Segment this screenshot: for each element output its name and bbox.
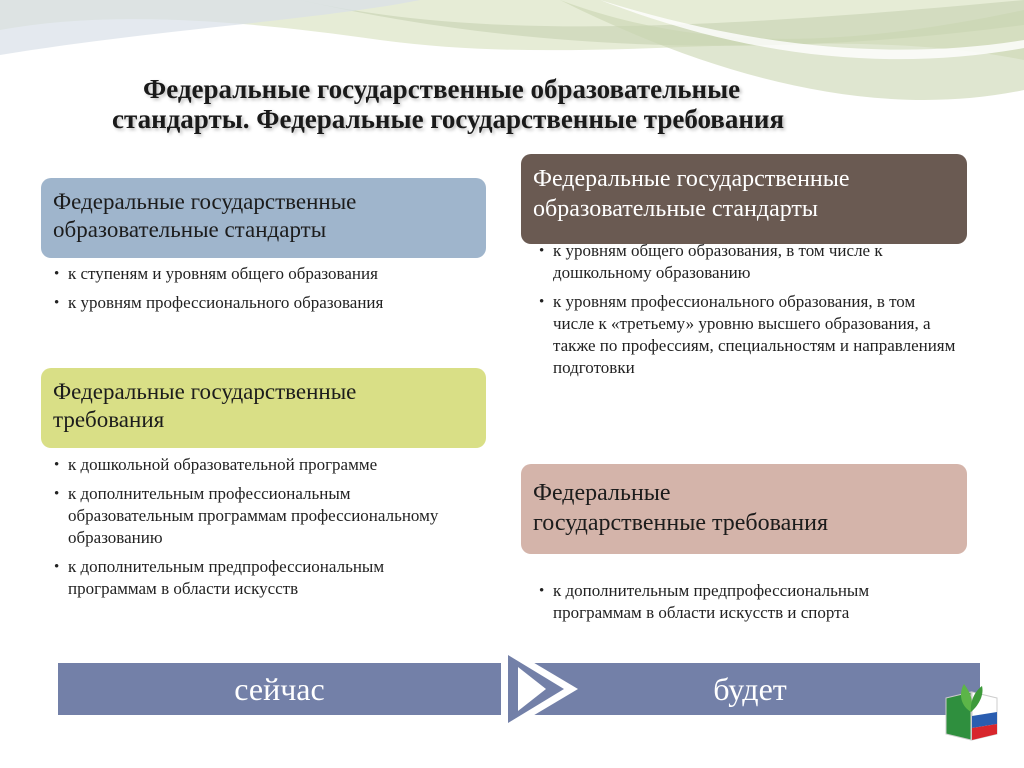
fgos-now-line-1: Федеральные государственные xyxy=(53,189,357,214)
fgt-future-list: к дополнительным предпрофессиональным пр… xyxy=(539,580,959,631)
list-item: к дошкольной образовательной программе xyxy=(54,454,474,476)
list-item: к дополнительным предпрофессиональным пр… xyxy=(539,580,959,624)
fgos-future-box: Федеральные государственные образователь… xyxy=(521,154,967,244)
fgos-future-list: к уровням общего образования, в том числ… xyxy=(539,240,959,386)
chevron-right-icon xyxy=(504,645,578,733)
fgt-now-list: к дошкольной образовательной программе к… xyxy=(54,454,474,607)
fgos-now-list: к ступеням и уровням общего образования … xyxy=(54,263,474,321)
fgt-now-line-2: требования xyxy=(53,407,165,432)
fgt-now-box: Федеральные государственные требования xyxy=(41,368,486,448)
fgos-now-box: Федеральные государственные образователь… xyxy=(41,178,486,258)
list-item: к дополнительным предпрофессиональным пр… xyxy=(54,556,474,600)
fgt-future-line-1: Федеральные xyxy=(533,480,671,506)
title-line-1: Федеральные государственные образователь… xyxy=(143,74,741,104)
future-bar: будет xyxy=(520,663,980,715)
page-title: Федеральные государственные образователь… xyxy=(100,74,980,134)
list-item: к ступеням и уровням общего образования xyxy=(54,263,474,285)
list-item: к уровням общего образования, в том числ… xyxy=(539,240,959,284)
list-item: к уровням профессионального образования xyxy=(54,292,474,314)
background-waves xyxy=(0,0,1024,100)
fgt-future-box: Федеральные государственные требования xyxy=(521,464,967,554)
fgos-future-line-1: Федеральные государственные xyxy=(533,166,850,192)
fgt-future-line-2: государственные требования xyxy=(533,510,829,536)
fgos-future-line-2: образовательные стандарты xyxy=(533,196,819,222)
fgos-now-line-2: образовательные стандарты xyxy=(53,217,327,242)
union-logo-icon xyxy=(945,684,998,741)
now-bar: сейчас xyxy=(58,663,501,715)
fgt-now-line-1: Федеральные государственные xyxy=(53,379,357,404)
list-item: к уровням профессионального образования,… xyxy=(539,291,959,379)
title-line-2: стандарты. Федеральные государственные т… xyxy=(112,104,785,134)
list-item: к дополнительным профессиональным образо… xyxy=(54,483,474,549)
